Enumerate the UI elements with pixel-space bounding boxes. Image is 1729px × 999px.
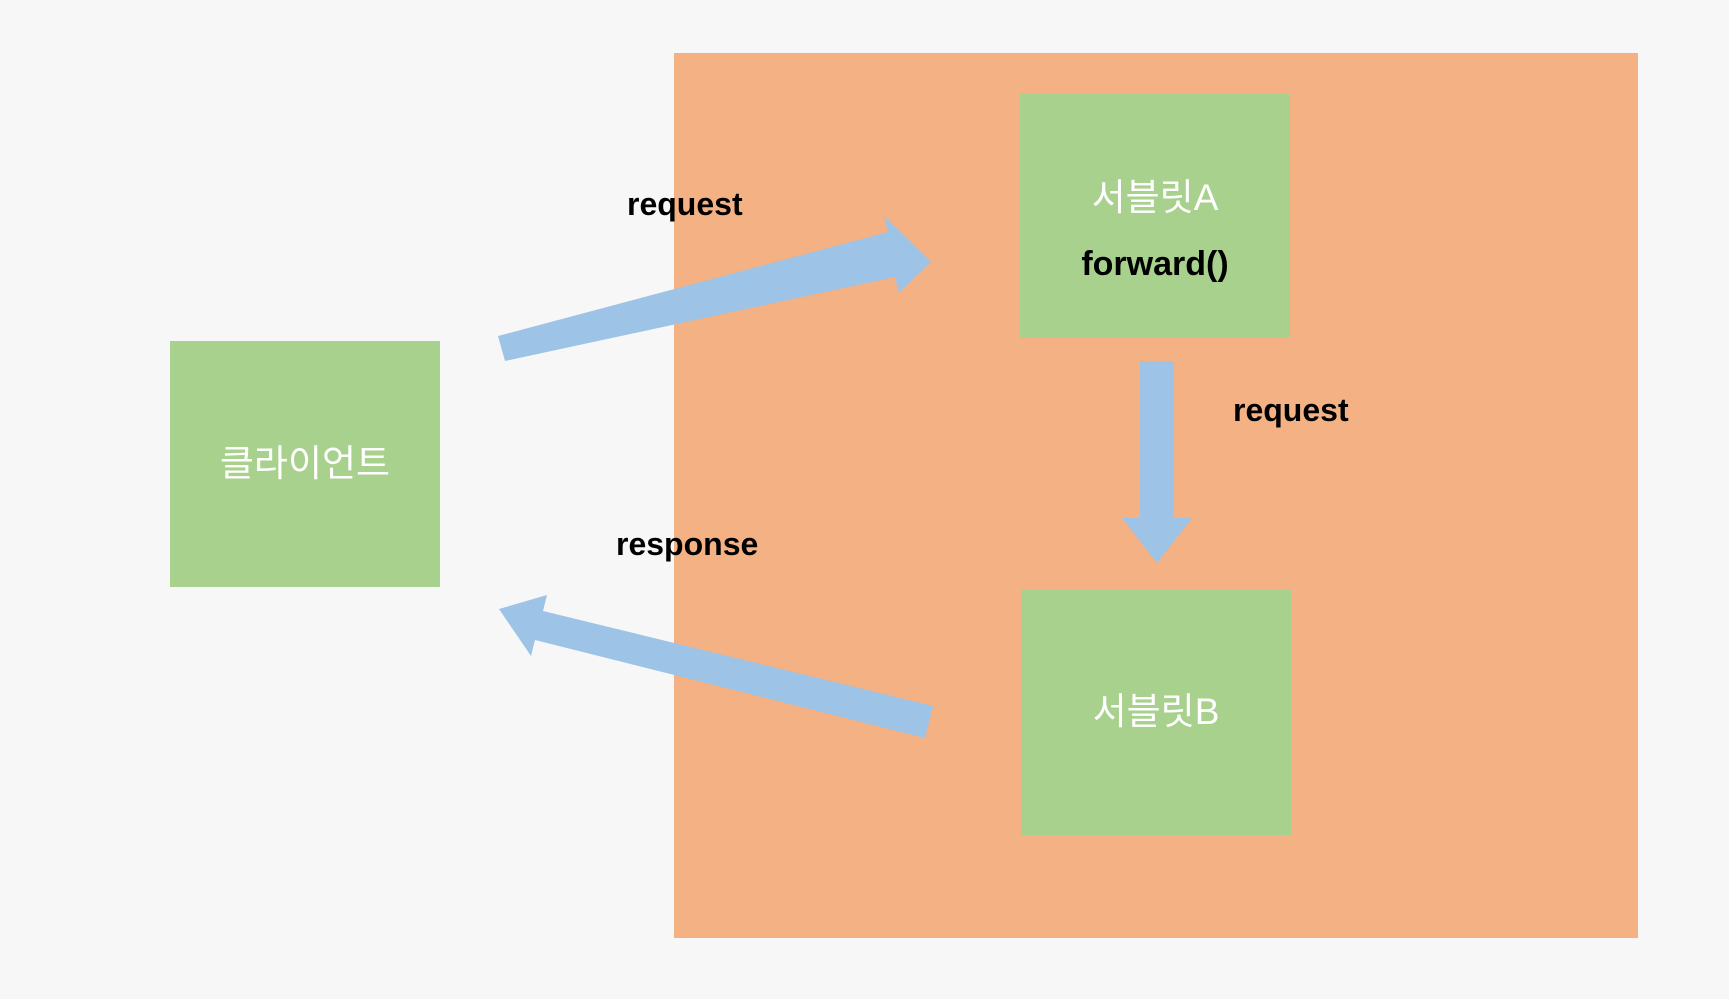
node-servlet-b[interactable]: 서블릿B — [1021, 590, 1291, 835]
edge-label-response-out: response — [616, 526, 759, 562]
edge-label-request-forward: request — [1233, 392, 1349, 428]
node-servlet-a-label: 서블릿A — [1091, 177, 1219, 218]
node-client[interactable]: 클라이언트 — [170, 341, 440, 587]
node-servlet-a[interactable]: 서블릿A forward() — [1020, 94, 1290, 338]
edge-label-request-in: request — [627, 186, 743, 222]
node-servlet-b-label: 서블릿B — [1092, 691, 1220, 733]
node-servlet-a-method: forward() — [1081, 244, 1229, 283]
node-client-label: 클라이언트 — [219, 442, 391, 484]
